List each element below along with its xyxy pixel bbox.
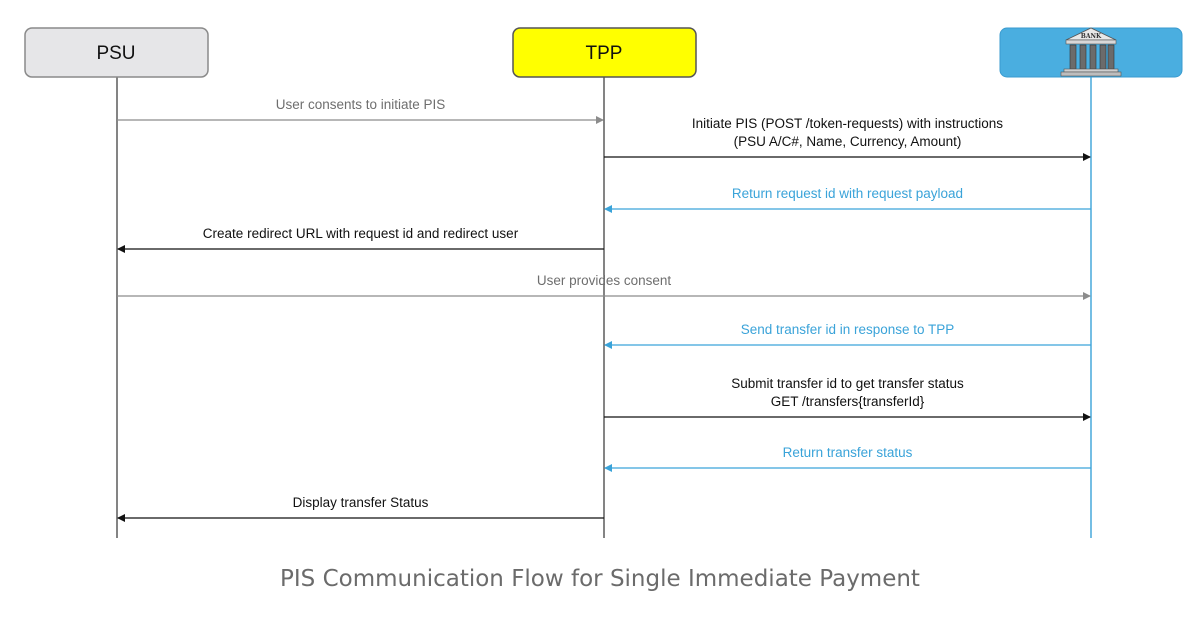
diagram-caption: PIS Communication Flow for Single Immedi… — [280, 566, 920, 592]
psu-actor: PSU — [24, 27, 209, 78]
psu-box — [24, 27, 209, 78]
message-label: (PSU A/C#, Name, Currency, Amount) — [734, 134, 962, 149]
tpp-actor: TPP — [512, 27, 697, 78]
message-label: GET /transfers{transferId} — [771, 394, 925, 409]
message-4: Create redirect URL with request id and … — [117, 226, 604, 253]
message-3: Return request id with request payload — [604, 186, 1091, 213]
messages: User consents to initiate PIS Initiate PI… — [117, 97, 1091, 522]
bank-icon-text: BANK — [1081, 33, 1102, 40]
tpp-label: TPP — [586, 43, 623, 64]
message-1: User consents to initiate PIS — [117, 97, 604, 124]
message-label: User provides consent — [537, 273, 672, 288]
message-label: Return request id with request payload — [732, 186, 963, 201]
message-label: Create redirect URL with request id and … — [203, 226, 519, 241]
bank-icon: BANK — [1060, 27, 1122, 77]
message-8: Return transfer status — [604, 445, 1091, 472]
message-label: Return transfer status — [783, 445, 913, 460]
message-2: Initiate PIS (POST /token-requests) with… — [604, 116, 1091, 161]
message-label: Send transfer id in response to TPP — [741, 322, 955, 337]
bank-actor: BANK — [999, 27, 1183, 78]
message-label: Display transfer Status — [293, 495, 429, 510]
message-label: Initiate PIS (POST /token-requests) with… — [692, 116, 1003, 131]
message-label: Submit transfer id to get transfer statu… — [731, 376, 964, 391]
message-6: Send transfer id in response to TPP — [604, 322, 1091, 349]
psu-label: PSU — [96, 43, 135, 64]
tpp-box — [512, 27, 697, 78]
message-label: User consents to initiate PIS — [276, 97, 446, 112]
message-7: Submit transfer id to get transfer statu… — [604, 376, 1091, 421]
message-5: User provides consent — [117, 273, 1091, 300]
message-9: Display transfer Status — [117, 495, 604, 522]
